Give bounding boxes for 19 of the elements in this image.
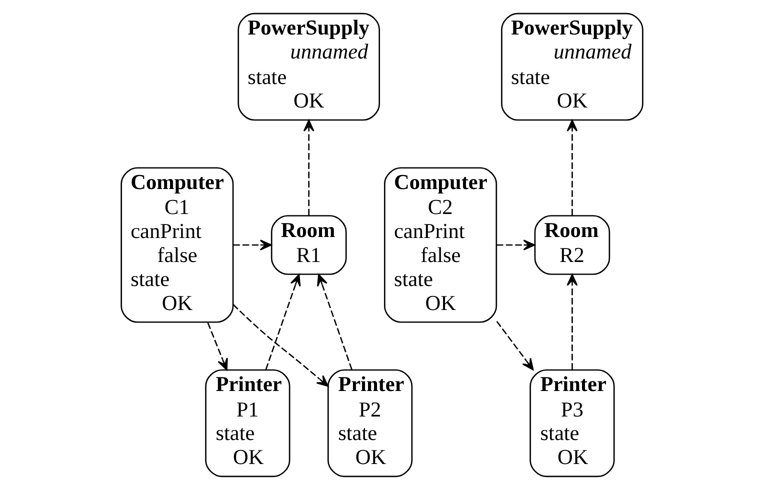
arrow <box>233 240 272 250</box>
arrow <box>232 304 329 387</box>
arrow <box>265 274 301 370</box>
node-box: Computer C1 canPrint false state OK <box>120 167 234 323</box>
node-box: Computer C2 canPrint false state OK <box>384 167 498 323</box>
node-box: Printer P1 state OK <box>205 369 290 478</box>
arrow <box>496 240 536 250</box>
arrow <box>566 274 578 370</box>
arrow <box>303 120 314 216</box>
node-box: PowerSupply unnamed state OK <box>238 12 380 121</box>
node-box: Printer P3 state OK <box>530 369 615 478</box>
arrow <box>496 321 534 370</box>
arrow <box>566 120 578 216</box>
arrow <box>207 322 228 370</box>
node-box: PowerSupply unnamed state OK <box>501 12 644 121</box>
node-box: Room R2 <box>534 215 610 275</box>
arrow <box>317 274 352 370</box>
node-box: Printer P2 state OK <box>327 369 413 478</box>
node-box: Room R1 <box>270 215 347 275</box>
